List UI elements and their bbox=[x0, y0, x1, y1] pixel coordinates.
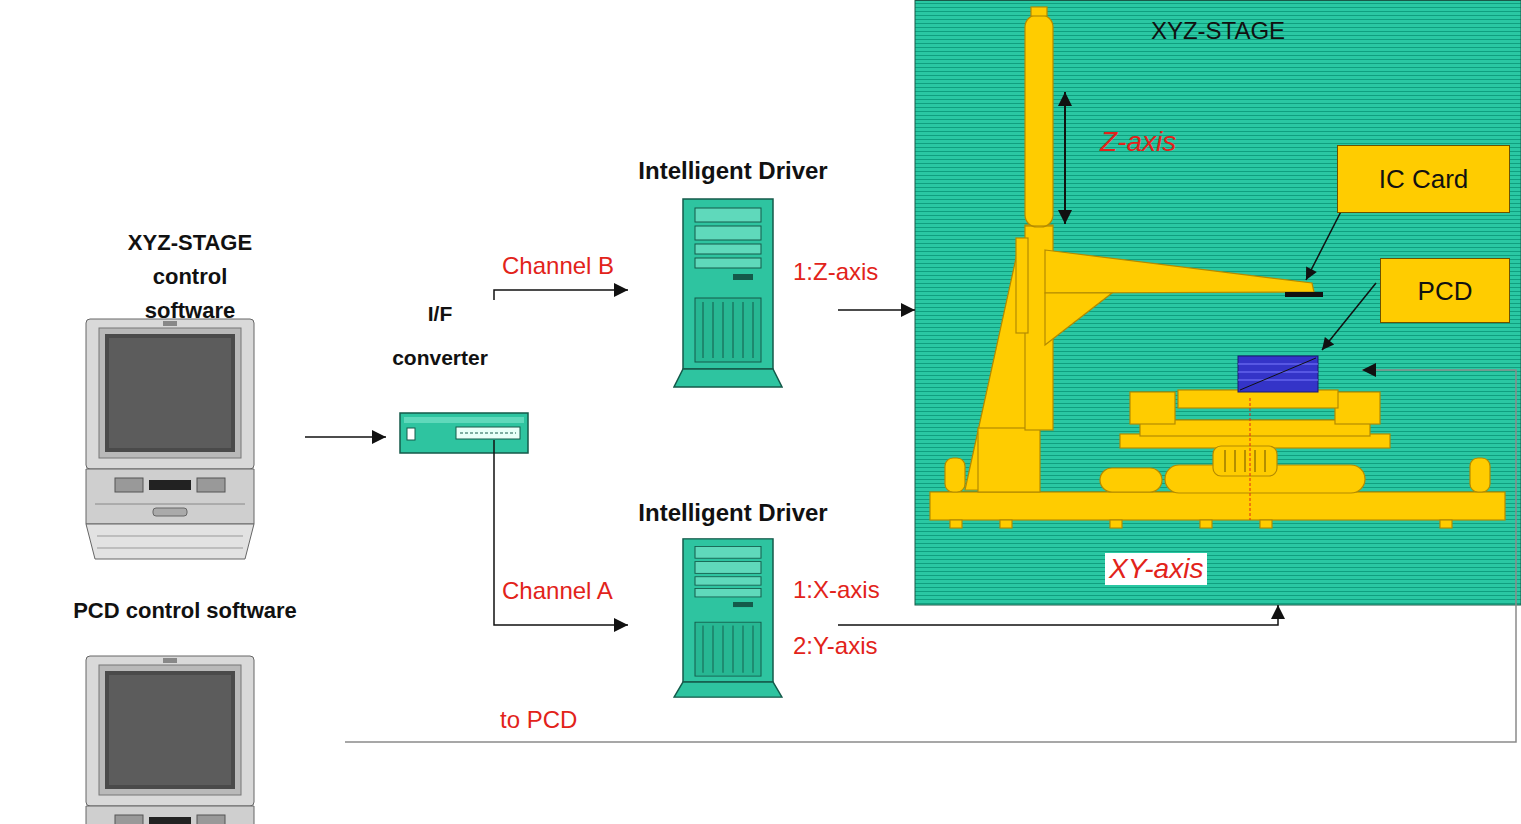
connector bbox=[838, 605, 1278, 625]
node-text: XYZ-STAGE control software bbox=[105, 226, 275, 328]
node-text: I/F converter bbox=[390, 292, 490, 380]
connector bbox=[345, 370, 1516, 742]
connector bbox=[305, 436, 386, 438]
xyz-stage-detail bbox=[1065, 92, 1376, 520]
edge-label: 1:Z-axis bbox=[793, 258, 878, 286]
stage-ground bbox=[915, 1, 1521, 606]
callout-box: IC Card bbox=[1337, 145, 1510, 213]
driver-icon bbox=[674, 539, 782, 697]
stage-panel: XYZ-STAGE IC CardPCD bbox=[915, 0, 1521, 605]
edge-label: Channel B bbox=[502, 252, 614, 280]
node-text: Intelligent Driver bbox=[638, 498, 827, 528]
callout-box: PCD bbox=[1380, 258, 1510, 323]
node-text: IC Card bbox=[1379, 164, 1469, 194]
laptop-icon bbox=[86, 656, 254, 824]
edge-label: to PCD bbox=[500, 706, 577, 734]
connector bbox=[838, 309, 915, 311]
axis-label: XY-axis bbox=[1105, 553, 1207, 585]
connector bbox=[494, 290, 628, 300]
converter-icon bbox=[400, 413, 528, 453]
node-text: PCD control software bbox=[73, 596, 297, 626]
node-text: PCD bbox=[1418, 276, 1473, 306]
connector bbox=[494, 440, 628, 625]
channel-axis-label: 1:X-axis bbox=[793, 576, 880, 604]
channel-axis-label: 2:Y-axis bbox=[793, 632, 878, 660]
edge-label: Channel A bbox=[502, 577, 613, 605]
computer-node: PCD control software bbox=[25, 592, 345, 824]
driver-icon bbox=[674, 199, 782, 387]
axis-label: Z-axis bbox=[1100, 126, 1176, 158]
node-text: Intelligent Driver bbox=[638, 156, 827, 186]
computer-node: XYZ-STAGE control software bbox=[75, 222, 305, 567]
laptop-icon bbox=[86, 319, 254, 559]
node-text: XYZ-STAGE bbox=[1151, 16, 1285, 46]
converter-node: I/F converter bbox=[386, 290, 494, 455]
